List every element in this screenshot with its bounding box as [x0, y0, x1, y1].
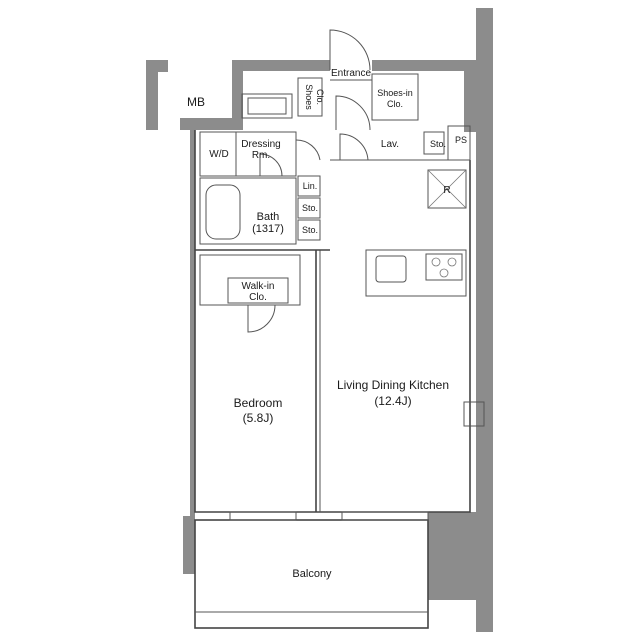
doors: [247, 29, 371, 333]
walkin-label-2: Clo.: [249, 292, 267, 303]
interior-walls: [194, 73, 485, 629]
shoes-label-2: Clo.: [315, 89, 325, 105]
entrance-label: Entrance: [331, 68, 371, 79]
bath-label-2: (1317): [252, 223, 284, 235]
mb-label: MB: [187, 95, 205, 109]
shoes-in-label-1: Shoes-in: [377, 88, 413, 98]
ldk-label-2: (12.4J): [374, 394, 411, 408]
dressing-label-1: Dressing: [241, 139, 280, 150]
balcony-label: Balcony: [292, 568, 332, 580]
ps-label: PS: [455, 135, 467, 145]
lav-label: Lav.: [381, 139, 399, 150]
dressing-label-2: Rm.: [252, 150, 270, 161]
wd-label: W/D: [209, 149, 228, 160]
walkin-label-1: Walk-in: [242, 281, 275, 292]
bedroom-label-1: Bedroom: [234, 396, 283, 410]
sto2-label: Sto.: [302, 225, 318, 235]
sto1-label: Sto.: [302, 203, 318, 213]
bedroom-label-2: (5.8J): [243, 411, 274, 425]
shoes-label-1: Shoes: [304, 84, 314, 110]
r-label: R: [443, 185, 450, 196]
bath-label-1: Bath: [257, 211, 280, 223]
shoes-in-label-2: Clo.: [387, 99, 403, 109]
structural-walls: [146, 8, 493, 632]
room-labels: MB Entrance Shoes Clo. Shoes-in Clo. PS …: [187, 68, 467, 580]
sto-wc-label: Sto.: [430, 139, 446, 149]
lin-label: Lin.: [303, 181, 318, 191]
ldk-label-1: Living Dining Kitchen: [337, 378, 449, 392]
